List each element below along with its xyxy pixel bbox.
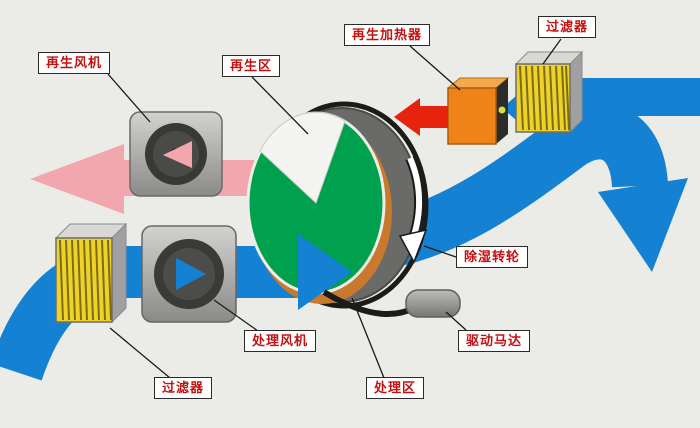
- regen-fan-flow-arrowhead: [163, 141, 192, 168]
- hot-air-band: [420, 106, 448, 128]
- label-process-zone: 处理区: [366, 377, 425, 400]
- regen-heater: [446, 77, 510, 145]
- leader-regen-zone: [251, 76, 309, 135]
- heater-indicator-dot: [498, 106, 506, 114]
- heater-front-face: [447, 87, 497, 145]
- label-filter-bottom: 过滤器: [154, 377, 213, 400]
- regen-exhaust-arrowhead: [30, 144, 124, 214]
- leader-dehumid-wheel: [423, 245, 457, 258]
- wheel-rotation-arrowhead: [398, 228, 428, 264]
- leader-process-zone: [351, 297, 385, 379]
- process-air-outlet-swoosh: [390, 103, 668, 266]
- leader-regen-fan: [107, 73, 151, 123]
- regen-filter-side-face: [569, 50, 583, 134]
- regen-filter: [514, 50, 584, 134]
- process-filter-pleats: [59, 239, 112, 321]
- hot-air-arrowhead: [394, 98, 420, 136]
- leader-regen-heater: [409, 45, 461, 91]
- regen-air-to-heater-arrowhead: [502, 96, 516, 120]
- dehumidification-wheel: [246, 101, 429, 310]
- regen-filter-front-face: [515, 63, 571, 133]
- label-dehumid-wheel: 除湿转轮: [456, 246, 529, 269]
- motor-body: [405, 289, 461, 318]
- process-fan: [141, 225, 237, 323]
- regen-fan: [129, 111, 223, 197]
- hot-air-arrow: [394, 98, 448, 136]
- drive-belt: [322, 289, 416, 317]
- process-air-outlet-arrowhead: [598, 178, 688, 272]
- regen-filter-pleats: [519, 65, 570, 131]
- leader-filter-top: [542, 38, 562, 65]
- wheel-rotation-arrow: [407, 156, 423, 239]
- leader-process-fan: [213, 299, 259, 332]
- leader-filter-bottom: [109, 327, 171, 379]
- process-air-wheel-arrowhead: [298, 234, 352, 310]
- leader-drive-motor: [445, 311, 467, 331]
- label-regen-heater: 再生加热器: [344, 24, 431, 47]
- process-filter-side-face: [111, 222, 127, 324]
- drive-motor: [322, 289, 461, 318]
- label-regen-fan: 再生风机: [38, 52, 111, 75]
- process-filter: [54, 222, 128, 324]
- label-process-fan: 处理风机: [244, 330, 317, 353]
- process-fan-flow-arrowhead: [176, 258, 206, 290]
- wheel-regen-sector: [259, 111, 346, 204]
- label-filter-top: 过滤器: [538, 16, 597, 39]
- label-drive-motor: 驱动马达: [458, 330, 531, 353]
- label-regen-zone: 再生区: [222, 55, 281, 78]
- leader-lines: [107, 38, 562, 379]
